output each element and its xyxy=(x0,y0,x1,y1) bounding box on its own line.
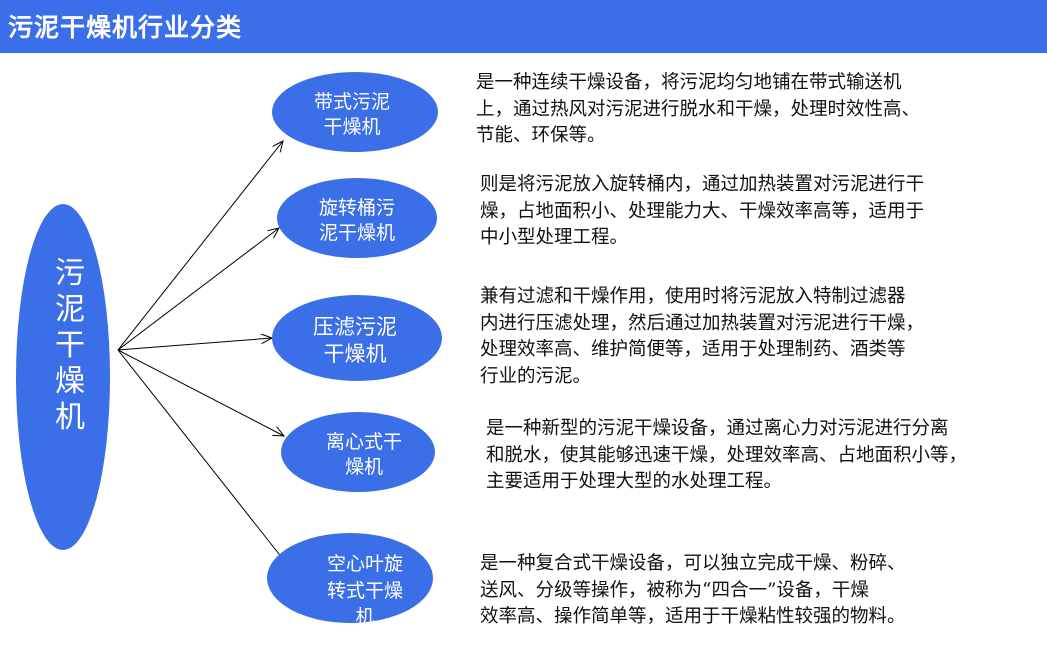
node-rotary-drum-dryer: 旋转桶污 泥干燥机 xyxy=(277,178,437,258)
node-label: 压滤污泥 xyxy=(313,315,397,339)
description-line: 送风、分级等操作，被称为“四合一”设备，干燥 xyxy=(480,579,869,601)
description-line: 节能、环保等。 xyxy=(476,125,606,146)
description-line: 和脱水，使其能够迅速干燥，处理效率高、占地面积小等， xyxy=(486,444,968,466)
node-filter-press-dryer: 压滤污泥 干燥机 xyxy=(272,295,442,381)
root-node: 污 泥 干 燥 机 xyxy=(16,204,110,550)
node-label: 空心叶旋 xyxy=(327,553,403,575)
description-line: 中小型处理工程。 xyxy=(480,227,629,248)
root-char: 机 xyxy=(55,400,85,435)
node-centrifugal-dryer: 离心式干 燥机 xyxy=(281,412,435,492)
description-line: 兼有过滤和干燥作用，使用时将污泥放入特制过滤器 xyxy=(480,286,906,307)
arrow-1 xyxy=(117,141,283,351)
description-hollow-paddle-dryer: 是一种复合式干燥设备，可以独立完成干燥、粉碎、 送风、分级等操作，被称为“四合一… xyxy=(480,551,906,631)
root-char: 燥 xyxy=(55,364,85,399)
arrow-5 xyxy=(117,349,290,568)
node-belt-dryer: 带式污泥 干燥机 xyxy=(272,72,438,152)
description-centrifugal-dryer: 是一种新型的污泥干燥设备，通过离心力对污泥进行分离 和脱水，使其能够迅速干燥，处… xyxy=(486,416,967,496)
node-label: 泥干燥机 xyxy=(319,222,395,244)
description-filter-press-dryer: 兼有过滤和干燥作用，使用时将污泥放入特制过滤器 内进行压滤处理，然后通过加热装置… xyxy=(480,284,924,390)
description-line: 内进行压滤处理，然后通过加热装置对污泥进行干燥， xyxy=(480,312,925,334)
description-line: 处理效率高、维护简便等，适用于处理制药、酒类等 xyxy=(480,339,906,360)
node-label: 机 xyxy=(355,606,374,628)
description-line: 燥，占地面积小、处理能力大、干燥效率高等，适用于 xyxy=(480,200,925,222)
description-line: 是一种连续干燥设备，将污泥均匀地铺在带式输送机 xyxy=(476,72,902,93)
arrow-4 xyxy=(117,349,284,436)
arrow-2 xyxy=(117,228,279,351)
node-label: 旋转桶污 xyxy=(319,197,395,219)
node-label: 燥机 xyxy=(345,456,383,478)
header-bar: 污泥干燥机行业分类 xyxy=(0,0,1047,53)
page-title: 污泥干燥机行业分类 xyxy=(8,13,243,42)
arrow-3 xyxy=(117,338,272,351)
node-label: 干燥机 xyxy=(324,342,387,366)
description-line: 主要适用于处理大型的水处理工程。 xyxy=(486,471,783,492)
description-line: 是一种新型的污泥干燥设备，通过离心力对污泥进行分离 xyxy=(486,418,949,439)
node-label: 离心式干 xyxy=(326,431,402,453)
description-belt-dryer: 是一种连续干燥设备，将污泥均匀地铺在带式输送机 上，通过热风对污泥进行脱水和干燥… xyxy=(476,70,920,150)
arrows xyxy=(117,141,290,568)
description-line: 是一种复合式干燥设备，可以独立完成干燥、粉碎、 xyxy=(480,553,906,574)
node-label: 带式污泥 xyxy=(314,91,390,113)
description-line: 则是将污泥放入旋转桶内，通过加热装置对污泥进行干 xyxy=(480,174,925,195)
root-char: 泥 xyxy=(55,292,85,327)
description-rotary-drum-dryer: 则是将污泥放入旋转桶内，通过加热装置对污泥进行干 燥，占地面积小、处理能力大、干… xyxy=(480,172,924,252)
description-line: 上，通过热风对污泥进行脱水和干燥，处理时效性高、 xyxy=(476,98,921,120)
description-line: 行业的污泥。 xyxy=(480,365,592,387)
node-label: 干燥机 xyxy=(323,116,380,138)
root-char: 污 xyxy=(55,256,85,291)
node-hollow-paddle-dryer: 空心叶旋 转式干燥 机 xyxy=(267,533,433,628)
root-char: 干 xyxy=(55,328,85,363)
description-line: 效率高、操作简单等，适用于干燥粘性较强的物料。 xyxy=(480,606,906,627)
node-label: 转式干燥 xyxy=(327,580,403,602)
